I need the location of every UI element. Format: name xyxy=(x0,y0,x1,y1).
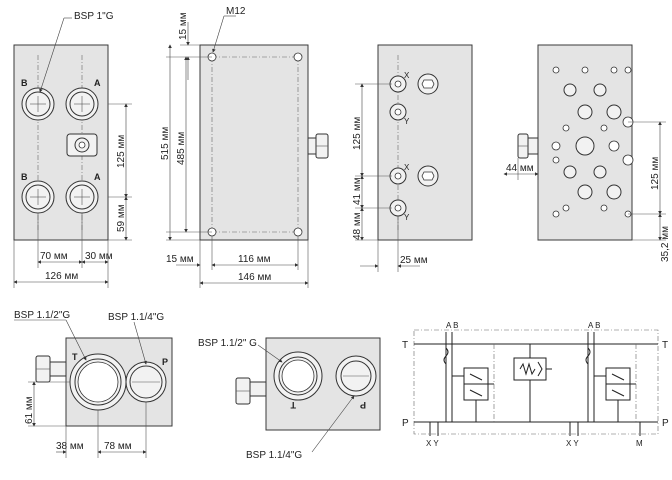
port-plug-top xyxy=(417,73,439,95)
front-port-b-top xyxy=(21,87,55,121)
iso-callout-b: BSP 1.1/4"G xyxy=(246,450,302,461)
bottom-port-p xyxy=(125,361,167,403)
side-dim-485: 485 мм xyxy=(176,132,187,165)
iso-callout-a: BSP 1.1/2" G xyxy=(198,338,257,349)
mount-hole xyxy=(293,227,303,237)
port-mark-y2: Y xyxy=(404,213,410,222)
mount-hole xyxy=(293,52,303,62)
side-dim-146: 146 мм xyxy=(238,272,271,283)
side-dim-top-15: 15 мм xyxy=(178,12,189,40)
front-dim-126: 126 мм xyxy=(45,271,78,282)
front-port-a-bottom xyxy=(65,180,99,214)
schematic-label-ab-right: A B xyxy=(588,321,600,330)
side-dim-edge-15: 15 мм xyxy=(166,254,194,265)
bottom-port-t xyxy=(69,353,127,411)
port-y-top xyxy=(389,103,407,121)
schematic-valve-right: A B X Y xyxy=(566,321,637,448)
bottom-dim-38: 38 мм xyxy=(56,441,84,452)
front-port-mark-b2: B xyxy=(21,172,28,182)
port-mark-y1: Y xyxy=(404,117,410,126)
bottom-dim-61: 61 мм xyxy=(24,396,35,424)
hydraulic-schematic: T T P P A B X Y xyxy=(402,321,669,448)
schematic-label-t-right: T xyxy=(662,340,668,351)
schematic-label-xy-right: X Y xyxy=(566,439,579,448)
schematic-label-m: M xyxy=(636,439,643,448)
front-view: B A B A BSP 1"G 125 мм 59 мм 70 мм 30 мм… xyxy=(13,11,132,288)
front-dim-59: 59 мм xyxy=(116,204,127,232)
bottom-view: T P BSP 1.1/2"G BSP 1.1/4"G 61 мм 38 мм … xyxy=(14,310,173,458)
bottom-port-mark-p: P xyxy=(162,357,168,367)
schematic-valve-left: A B X Y xyxy=(426,321,495,448)
bottom-dim-78: 78 мм xyxy=(104,441,132,452)
iso-port-t xyxy=(273,351,323,401)
iso-view: T P BSP 1.1/2" G BSP 1.1/4"G xyxy=(198,337,381,461)
front-port-mark-a1: A xyxy=(94,78,101,88)
iso-port-mark-p: P xyxy=(360,400,366,410)
schematic-label-p-left: P xyxy=(402,418,409,429)
schematic-label-t-left: T xyxy=(402,340,408,351)
ports-dim-125: 125 мм xyxy=(352,117,363,150)
front-dim-30: 30 мм xyxy=(85,251,113,262)
back-dim-125: 125 мм xyxy=(650,157,661,190)
schematic-boundary xyxy=(413,329,659,435)
side-view: M12 15 мм 515 мм 485 мм 15 мм 116 мм 146… xyxy=(160,6,329,288)
side-dim-515: 515 мм xyxy=(160,127,171,160)
back-view: 125 мм 35,2 мм 44 мм xyxy=(503,44,671,262)
port-x-top xyxy=(389,75,407,93)
side-mount-callout: M12 xyxy=(226,6,246,17)
port-mark-x1: X xyxy=(404,71,410,80)
port-mark-x2: X xyxy=(404,163,410,172)
front-port-mark-b1: B xyxy=(21,78,28,88)
ports-dim-48: 48 мм xyxy=(352,212,363,240)
back-face-holes xyxy=(551,66,634,218)
bottom-callout-b: BSP 1.1/4"G xyxy=(108,312,164,323)
port-plug-bottom xyxy=(417,165,439,187)
port-x-bottom xyxy=(389,167,407,185)
schematic-relief-valve xyxy=(513,344,552,422)
schematic-label-ab-left: A B xyxy=(446,321,458,330)
front-port-mark-a2: A xyxy=(94,172,101,182)
schematic-label-xy-left: X Y xyxy=(426,439,439,448)
bottom-port-mark-t: T xyxy=(72,352,78,362)
front-relief-valve xyxy=(66,133,98,157)
schematic-label-p-right: P xyxy=(662,418,669,429)
front-port-a-top xyxy=(65,87,99,121)
ports-dim-41: 41 мм xyxy=(352,177,363,205)
iso-port-p xyxy=(335,355,377,397)
iso-port-mark-t: T xyxy=(290,400,296,410)
front-port-b-bottom xyxy=(21,180,55,214)
front-dim-70: 70 мм xyxy=(40,251,68,262)
side-view-plate xyxy=(199,44,309,241)
port-face-view: X Y X Y 125 мм 41 мм 48 мм 25 мм xyxy=(352,44,473,272)
back-dim-35-2: 35,2 мм xyxy=(660,226,671,262)
front-thread-callout: BSP 1"G xyxy=(74,11,114,22)
front-dim-125: 125 мм xyxy=(116,135,127,168)
bottom-callout-a: BSP 1.1/2"G xyxy=(14,310,70,321)
side-dim-116: 116 мм xyxy=(238,254,271,265)
back-dim-44: 44 мм xyxy=(506,163,534,174)
ports-dim-25: 25 мм xyxy=(400,255,428,266)
